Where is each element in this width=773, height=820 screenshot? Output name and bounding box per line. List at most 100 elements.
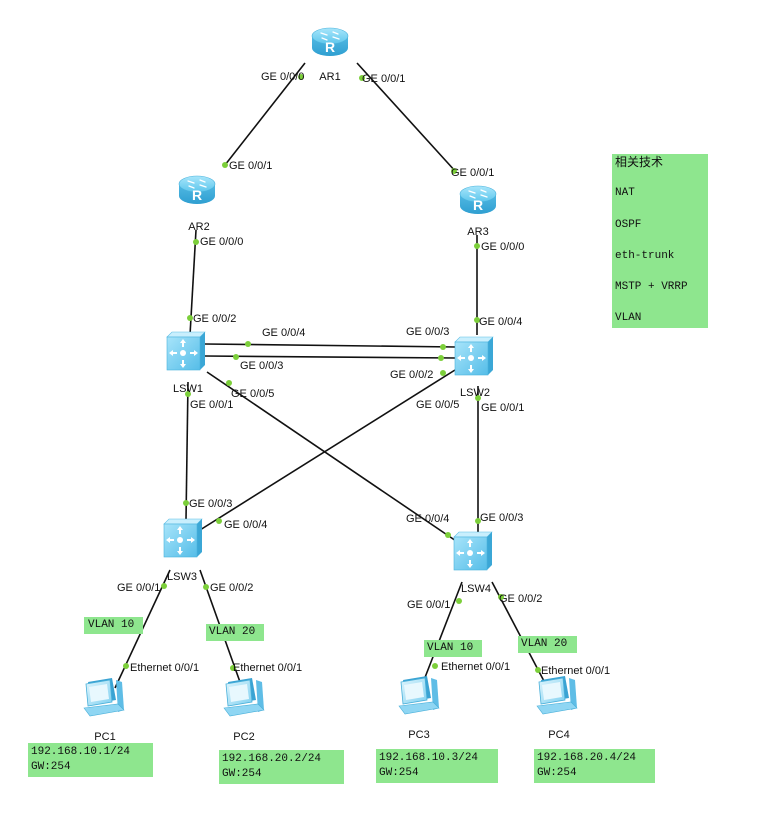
- device-label-pc3: PC3: [408, 729, 429, 741]
- vlan-note-pc2: VLAN 20: [206, 624, 264, 641]
- port-label: GE 0/0/0: [481, 241, 524, 253]
- tech-item: NAT: [615, 187, 635, 199]
- port-label: GE 0/0/1: [117, 582, 160, 594]
- device-label-ar2: AR2: [188, 221, 209, 233]
- port-label: GE 0/0/2: [390, 369, 433, 381]
- port-dot: [187, 315, 193, 321]
- port-dot: [185, 391, 191, 397]
- vlan-note-pc3: VLAN 10: [424, 640, 482, 657]
- port-label: GE 0/0/1: [407, 599, 450, 611]
- port-label: Ethernet 0/0/1: [130, 662, 199, 674]
- switch-lsw1[interactable]: [166, 331, 206, 371]
- tech-item: VLAN: [615, 312, 642, 324]
- port-label: GE 0/0/4: [406, 513, 449, 525]
- port-labels: GE 0/0/0 GE 0/0/1 GE 0/0/1 GE 0/0/0 GE 0…: [117, 71, 610, 677]
- switch-lsw3[interactable]: [163, 518, 203, 558]
- port-dots: [123, 74, 541, 673]
- device-label-lsw1: LSW1: [173, 383, 203, 395]
- port-label: GE 0/0/5: [416, 399, 459, 411]
- link-ar1-ar3: [356, 62, 457, 173]
- link-lsw1-lsw2-b: [204, 355, 457, 359]
- ip-note-pc2: 192.168.20.2/24 GW:254: [219, 750, 344, 784]
- port-label: GE 0/0/5: [231, 388, 274, 400]
- pc-pc1[interactable]: [83, 677, 125, 717]
- router-ar2[interactable]: [178, 175, 216, 205]
- port-dot: [456, 598, 462, 604]
- link-lsw1-lsw4: [206, 371, 463, 546]
- link-lsw1-lsw2-a: [204, 343, 457, 348]
- tech-item: OSPF: [615, 219, 642, 231]
- link-lsw4-pc3: [423, 581, 463, 681]
- device-label-ar3: AR3: [467, 226, 488, 238]
- port-label: GE 0/0/3: [240, 360, 283, 372]
- port-label: GE 0/0/2: [193, 313, 236, 325]
- port-dot: [498, 594, 504, 600]
- gateway: GW:254: [222, 768, 262, 780]
- port-dot: [245, 341, 251, 347]
- switch-lsw4[interactable]: [453, 531, 493, 571]
- port-dot: [123, 663, 129, 669]
- pc-pc4[interactable]: [536, 675, 578, 715]
- port-label: GE 0/0/3: [480, 512, 523, 524]
- port-dot: [535, 667, 541, 673]
- pc-pc3[interactable]: [398, 675, 440, 715]
- port-label: GE 0/0/1: [229, 160, 272, 172]
- router-ar3[interactable]: [459, 185, 497, 215]
- gateway: GW:254: [379, 767, 419, 779]
- link-lsw1-lsw3: [185, 381, 189, 521]
- port-dot: [233, 354, 239, 360]
- port-label: Ethernet 0/0/1: [233, 662, 302, 674]
- port-dot: [222, 162, 228, 168]
- port-dot: [438, 355, 444, 361]
- ip-address: 192.168.20.2/24: [222, 753, 322, 765]
- link-lsw2-lsw3: [199, 369, 456, 531]
- ip-address: 192.168.20.4/24: [537, 752, 637, 764]
- ip-note-pc3: 192.168.10.3/24 GW:254: [376, 749, 498, 783]
- port-dot: [440, 370, 446, 376]
- ip-address: 192.168.10.1/24: [31, 746, 131, 758]
- ip-note-pc1: 192.168.10.1/24 GW:254: [28, 743, 153, 777]
- port-dot: [474, 317, 480, 323]
- port-dot: [193, 239, 199, 245]
- vlan-note-pc4: VLAN 20: [518, 636, 577, 653]
- port-label: GE 0/0/1: [362, 73, 405, 85]
- port-label: GE 0/0/4: [224, 519, 267, 531]
- port-label: GE 0/0/4: [262, 327, 305, 339]
- port-dot: [298, 74, 304, 80]
- port-dot: [183, 500, 189, 506]
- port-label: GE 0/0/3: [406, 326, 449, 338]
- pc-pc2[interactable]: [223, 677, 265, 717]
- router-ar1[interactable]: [311, 27, 349, 57]
- port-label: GE 0/0/4: [479, 316, 522, 328]
- port-label: GE 0/0/0: [261, 71, 304, 83]
- port-dot: [359, 75, 365, 81]
- port-dot: [474, 243, 480, 249]
- port-label: GE 0/0/1: [481, 402, 524, 414]
- tech-item: MSTP + VRRP: [615, 281, 688, 293]
- port-dot: [451, 168, 457, 174]
- port-label: GE 0/0/2: [210, 582, 253, 594]
- gateway: GW:254: [537, 767, 577, 779]
- port-dot: [475, 518, 481, 524]
- ip-note-pc4: 192.168.20.4/24 GW:254: [534, 749, 655, 783]
- port-dot: [475, 395, 481, 401]
- port-dot: [432, 663, 438, 669]
- ip-address: 192.168.10.3/24: [379, 752, 479, 764]
- gateway: GW:254: [31, 761, 71, 773]
- device-label-pc4: PC4: [548, 729, 569, 741]
- tech-box: 相关技术 NAT OSPF eth-trunk MSTP + VRRP VLAN: [612, 154, 708, 328]
- port-dot: [161, 583, 167, 589]
- port-label: Ethernet 0/0/1: [541, 665, 610, 677]
- port-label: GE 0/0/1: [190, 399, 233, 411]
- port-label: GE 0/0/3: [189, 498, 232, 510]
- port-label: GE 0/0/0: [200, 236, 243, 248]
- tech-item: eth-trunk: [615, 250, 675, 262]
- port-dot: [226, 380, 232, 386]
- port-dot: [445, 532, 451, 538]
- device-label-lsw4: LSW4: [461, 583, 491, 595]
- device-label-lsw2: LSW2: [460, 387, 490, 399]
- port-label: GE 0/0/2: [499, 593, 542, 605]
- switch-lsw2[interactable]: [454, 336, 494, 376]
- port-dot: [216, 518, 222, 524]
